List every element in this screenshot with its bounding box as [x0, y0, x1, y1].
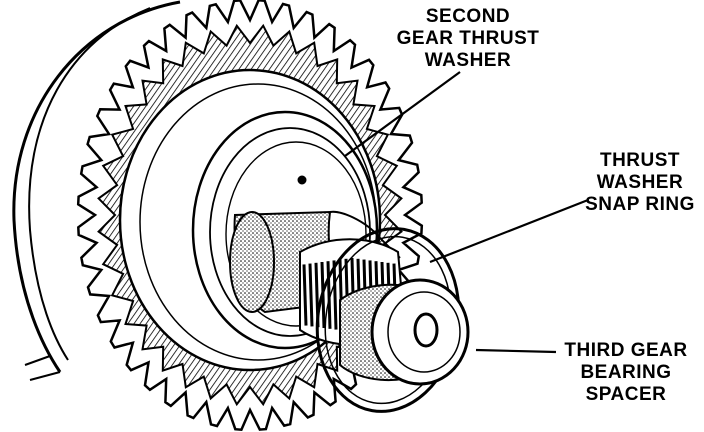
leader-thrust-washer-snap-ring [429, 198, 589, 264]
leader-second-gear-thrust-washer [344, 71, 461, 157]
label-line: THIRD GEAR [564, 340, 688, 361]
outer-drum [12, 0, 181, 381]
spline-tooth [302, 264, 308, 326]
spline-tooth [326, 261, 332, 329]
label-line: WASHER [424, 50, 512, 71]
label-second-gear-thrust-washer: SECOND GEAR THRUST WASHER [396, 6, 540, 72]
label-line: BEARING [580, 362, 672, 383]
label-line: THRUST [599, 150, 681, 171]
label-thrust-washer-snap-ring: THRUST WASHER SNAP RING [580, 150, 700, 216]
label-line: SPACER [585, 384, 667, 405]
label-third-gear-bearing-spacer: THIRD GEAR BEARING SPACER [556, 340, 696, 406]
label-line: GEAR THRUST [396, 28, 540, 49]
spline-tooth [308, 263, 314, 327]
label-line: SNAP RING [585, 194, 695, 215]
leader-third-gear-bearing-spacer [475, 348, 557, 354]
leader-lines [344, 71, 589, 354]
spline-tooth [332, 260, 338, 330]
label-line: WASHER [596, 172, 684, 193]
bearing-spacer [339, 278, 470, 386]
label-line: SECOND [425, 6, 511, 27]
